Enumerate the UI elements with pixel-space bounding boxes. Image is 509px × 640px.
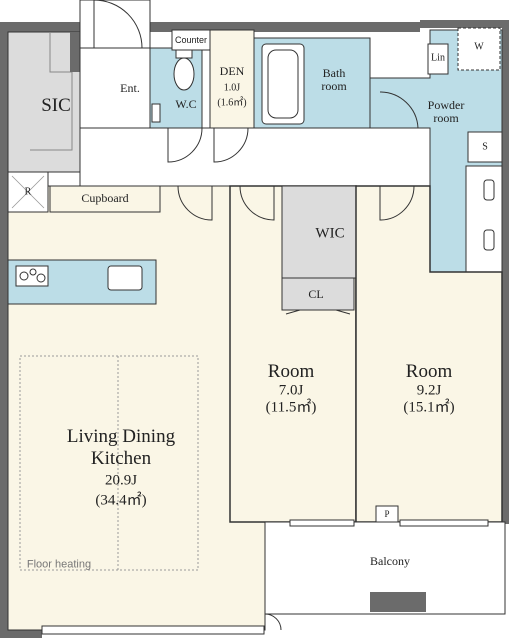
ldk-door-swing bbox=[177, 185, 213, 221]
kitchen-sink-icon bbox=[107, 265, 143, 291]
toilet-icon bbox=[173, 57, 195, 91]
washer-box bbox=[457, 27, 501, 71]
storage-box bbox=[467, 131, 503, 163]
right-wall bbox=[502, 20, 509, 524]
floor-heating-zone bbox=[19, 355, 199, 571]
room1-name-label: Room bbox=[267, 361, 315, 383]
sic-area bbox=[7, 31, 81, 173]
lin-label: Lin bbox=[431, 52, 445, 64]
balcony-window-room1 bbox=[289, 519, 355, 527]
balcony-door-swing bbox=[264, 613, 282, 631]
bathtub-icon bbox=[261, 43, 305, 125]
ent-step-wall bbox=[70, 32, 80, 72]
ldk-label-line1: Living Dining bbox=[66, 426, 176, 448]
powder-room-label-line1: Powder bbox=[427, 98, 465, 113]
bathroom-label-line1: Bath bbox=[322, 66, 346, 81]
burner-icon-1 bbox=[19, 271, 29, 281]
closet-label: CL bbox=[308, 287, 324, 302]
room2-size-label: 9.2J bbox=[416, 382, 442, 399]
toilet-tank-icon bbox=[175, 49, 193, 59]
balcony-unit bbox=[370, 592, 426, 612]
stove-icon bbox=[15, 265, 49, 287]
den-name-label: DEN bbox=[219, 64, 245, 79]
wc-sink-icon bbox=[151, 103, 161, 123]
den-door-swing bbox=[213, 127, 249, 163]
refrigerator-cross bbox=[11, 175, 45, 209]
closet-area bbox=[281, 277, 355, 311]
floor-heating-label: Floor heating bbox=[26, 558, 92, 571]
left-wall bbox=[0, 22, 8, 638]
burner-icon-2 bbox=[29, 268, 37, 276]
wc-label: W.C bbox=[175, 97, 197, 112]
refrigerator-label: R bbox=[24, 186, 32, 198]
entrance-door-frame bbox=[79, 0, 151, 49]
room2-name-label: Room bbox=[405, 361, 453, 383]
lin-box bbox=[427, 43, 449, 75]
vanity-sink-icon-2 bbox=[483, 229, 495, 251]
entrance-area bbox=[79, 47, 151, 129]
room1-area-label: (11.5㎡) bbox=[265, 399, 317, 416]
bath-door-swing bbox=[379, 91, 419, 129]
top-wall-right bbox=[420, 20, 509, 28]
ldk-label-line2: Kitchen bbox=[90, 448, 152, 470]
powder-room-label-line2: room bbox=[433, 111, 459, 126]
den-area-label: (1.6㎡) bbox=[217, 97, 247, 109]
top-wall-mid bbox=[150, 22, 420, 32]
pipe-space-label: P bbox=[384, 508, 390, 519]
hallway bbox=[79, 127, 431, 187]
bathtub-inner-icon bbox=[267, 49, 299, 119]
wc-door-swing bbox=[167, 127, 203, 163]
counter-label: Counter bbox=[174, 34, 208, 45]
room1-door-swing bbox=[239, 185, 275, 221]
sic-label: SIC bbox=[41, 95, 71, 117]
den-size-label: 1.0J bbox=[223, 82, 241, 94]
vanity-sink-icon-1 bbox=[483, 179, 495, 201]
cupboard-box bbox=[49, 185, 161, 213]
den-area bbox=[209, 29, 255, 129]
room2-area-label: (15.1㎡) bbox=[403, 399, 455, 416]
bathroom-label-line2: room bbox=[321, 79, 347, 94]
wic-label: WIC bbox=[315, 225, 345, 242]
balcony-label: Balcony bbox=[370, 554, 410, 569]
washer-label: W bbox=[474, 41, 484, 53]
storage-label: S bbox=[482, 141, 488, 153]
top-wall-left bbox=[0, 22, 80, 32]
closet-door-marks bbox=[285, 309, 351, 315]
ldk-window bbox=[41, 625, 265, 635]
burner-icon-3 bbox=[36, 273, 46, 283]
room1-size-label: 7.0J bbox=[278, 382, 304, 399]
entrance-door-swing bbox=[93, 0, 143, 49]
entrance-label: Ent. bbox=[120, 81, 140, 96]
cupboard-label: Cupboard bbox=[81, 191, 129, 206]
ldk-area-label: (34.4㎡) bbox=[95, 492, 147, 509]
room2-door-swing bbox=[379, 185, 415, 221]
balcony-window-room2 bbox=[399, 519, 489, 527]
ldk-size-label: 20.9J bbox=[104, 472, 138, 489]
